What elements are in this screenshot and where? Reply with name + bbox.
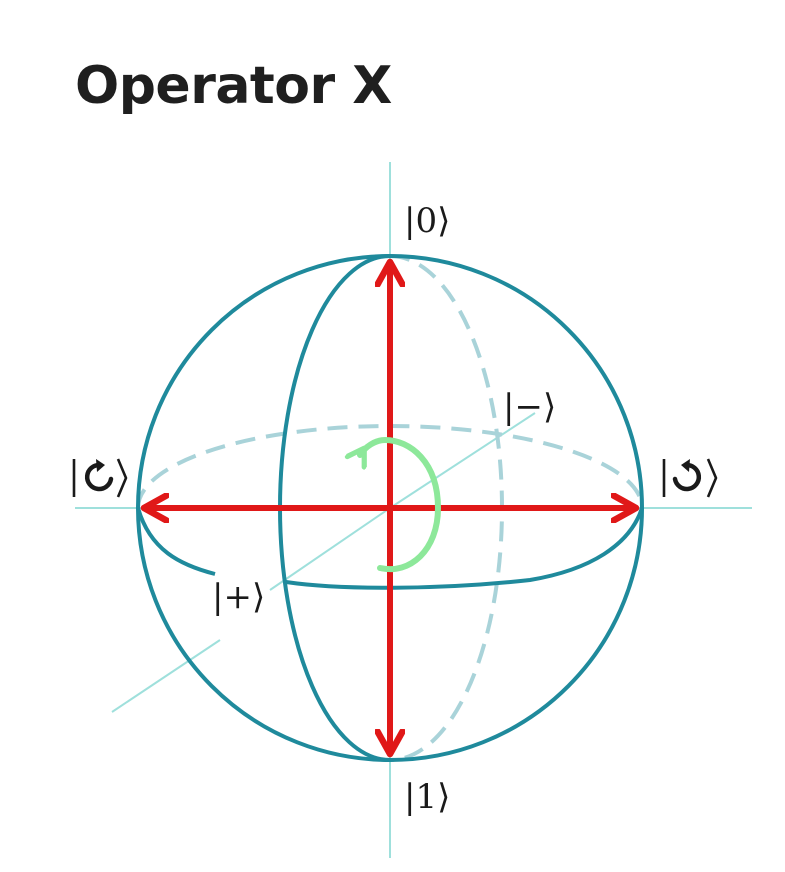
page-title: Operator X: [75, 56, 392, 116]
rotation-arc-arrow-icon: [360, 436, 442, 573]
ket-circular-arrow-clockwise-icon: [72, 458, 128, 498]
equator-front-left: [136, 507, 216, 576]
diagonal-axis-front-outer: [111, 639, 221, 713]
label-zero: |0⟩: [404, 201, 450, 241]
diagonal-axis-front: [269, 507, 391, 591]
label-minus: |−⟩: [503, 387, 556, 427]
label-plus: |+⟩: [212, 577, 265, 617]
equator-front-right: [285, 507, 644, 590]
diagonal-axis-back: [389, 412, 536, 509]
label-one: |1⟩: [404, 777, 450, 817]
ket-circular-arrow-counterclockwise-icon: [662, 458, 718, 498]
operator-arrows: [144, 262, 636, 754]
